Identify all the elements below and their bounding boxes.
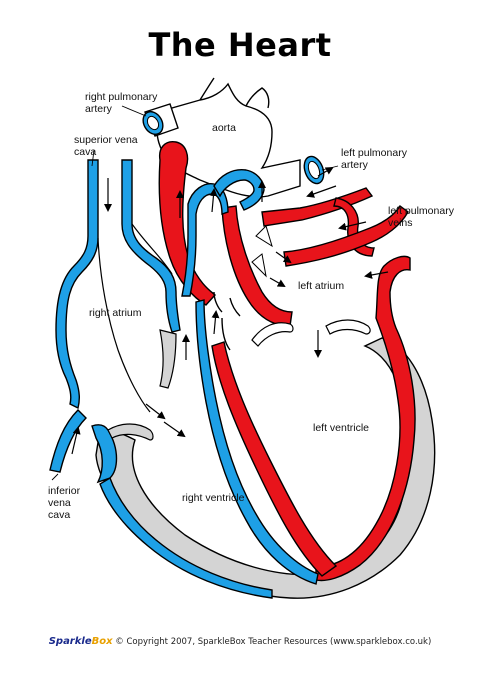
superior-vena-cava-right-wall <box>121 159 181 333</box>
label-right-atrium: right atrium <box>89 307 142 319</box>
label-left-ventricle: left ventricle <box>313 422 369 434</box>
left-pulmonary-vein-lower <box>283 204 409 267</box>
label-left-atrium: left atrium <box>298 280 344 292</box>
mitral-valve-leaflet-left <box>251 322 294 347</box>
label-right-pulmonary-artery-line2: artery <box>85 103 113 115</box>
label-left-pulmonary-veins-line2: veins <box>388 217 413 229</box>
heart-contour <box>97 223 173 413</box>
label-right-pulmonary-artery-line1: right pulmonary <box>85 91 158 103</box>
pulmonary-valve-leaf <box>213 169 265 211</box>
label-left-pulmonary-veins-line1: left pulmonary <box>388 205 455 217</box>
label-aorta: aorta <box>212 122 236 134</box>
page-title: The Heart <box>148 26 332 64</box>
superior-vena-cava-left-wall <box>55 159 99 410</box>
aortic-valve-leaflets <box>213 291 241 351</box>
label-right-ventricle: right ventricle <box>182 492 245 504</box>
left-pulmonary-artery-vessel <box>303 155 325 185</box>
right-ventricle-outer-blue <box>99 476 273 599</box>
footer: SparkleBox © Copyright 2007, SparkleBox … <box>0 636 480 647</box>
left-pulmonary-vein-upper <box>261 187 374 227</box>
label-inferior-vena-cava-line1: inferior <box>48 485 81 497</box>
left-ventricle-inner-red <box>211 341 338 577</box>
copyright-text: © Copyright 2007, SparkleBox Teacher Res… <box>115 637 432 647</box>
pulmonary-vein-openings <box>251 225 273 278</box>
aorta-branch-lines <box>199 77 270 109</box>
inferior-vena-cava-base <box>91 424 118 484</box>
mitral-valve-leaflet-right <box>325 319 371 335</box>
right-pulmonary-artery-vessel <box>142 103 179 137</box>
left-ventricle-red-wall <box>315 255 416 582</box>
right-ventricle-blue-wall <box>195 299 319 585</box>
pulmonary-trunk-wall <box>181 183 229 297</box>
blood-flow-arrows <box>71 167 389 455</box>
label-leader-lines <box>51 105 339 481</box>
left-pulmonary-vein-upper-fork <box>333 197 375 257</box>
label-inferior-vena-cava-line3: cava <box>48 509 70 521</box>
label-left-pulmonary-artery-line1: left pulmonary <box>341 147 408 159</box>
tricuspid-valve-leaflet <box>107 423 154 441</box>
inferior-vena-cava-wall <box>49 409 87 473</box>
label-inferior-vena-cava-line2: vena <box>48 497 71 509</box>
sparklebox-logo: SparkleBox <box>48 636 113 647</box>
label-left-pulmonary-artery-line2: artery <box>341 159 369 171</box>
tricuspid-valve-grey <box>159 329 177 389</box>
label-superior-vena-cava-line1: superior vena <box>74 134 138 146</box>
label-superior-vena-cava-line2: cava <box>74 146 96 158</box>
